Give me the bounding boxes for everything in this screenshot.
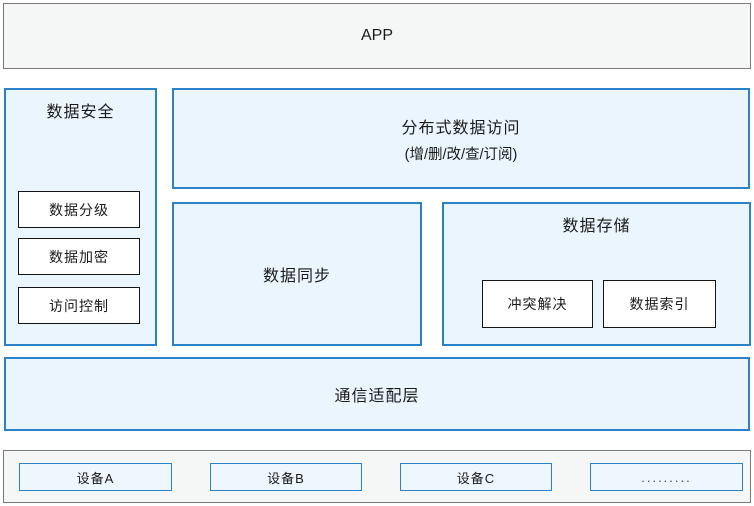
data-grading-box: 数据分级 (18, 191, 140, 228)
distributed-data-access-title: 分布式数据访问 (401, 119, 521, 137)
data-index-box: 数据索引 (603, 280, 716, 328)
data-sync-label: 数据同步 (262, 268, 331, 285)
data-index-label: 数据索引 (629, 296, 690, 312)
device-more-box: ......... (590, 463, 743, 491)
device-more-label: ......... (641, 469, 692, 485)
data-encryption-box: 数据加密 (18, 238, 140, 275)
device-b-box: 设备B (210, 463, 362, 491)
distributed-data-access-box: 分布式数据访问 (增/删/改/查/订阅) (172, 88, 750, 189)
access-control-box: 访问控制 (18, 287, 140, 324)
conflict-resolution-label: 冲突解决 (507, 296, 568, 312)
device-a-box: 设备A (19, 463, 172, 491)
distributed-data-access-subtitle: (增/删/改/查/订阅) (404, 146, 518, 163)
data-sync-box: 数据同步 (172, 202, 422, 346)
data-storage-panel: 数据存储 冲突解决 数据索引 (442, 202, 751, 346)
device-b-label: 设备B (267, 470, 305, 486)
data-security-title: 数据安全 (46, 104, 115, 121)
device-strip: 设备A 设备B 设备C ......... (3, 450, 751, 503)
data-grading-label: 数据分级 (49, 201, 109, 218)
comm-adapter-layer-box: 通信适配层 (4, 357, 750, 431)
data-security-panel: 数据安全 数据分级 数据加密 访问控制 (4, 88, 157, 346)
device-c-box: 设备C (400, 463, 552, 491)
device-c-label: 设备C (456, 470, 496, 486)
data-encryption-label: 数据加密 (49, 248, 109, 265)
device-a-label: 设备A (76, 470, 115, 486)
access-control-label: 访问控制 (49, 297, 109, 314)
comm-adapter-layer-label: 通信适配层 (334, 388, 420, 405)
app-layer-box: APP (3, 3, 751, 69)
conflict-resolution-box: 冲突解决 (482, 280, 593, 328)
data-storage-title: 数据存储 (562, 218, 631, 235)
app-layer-label: APP (360, 27, 393, 44)
